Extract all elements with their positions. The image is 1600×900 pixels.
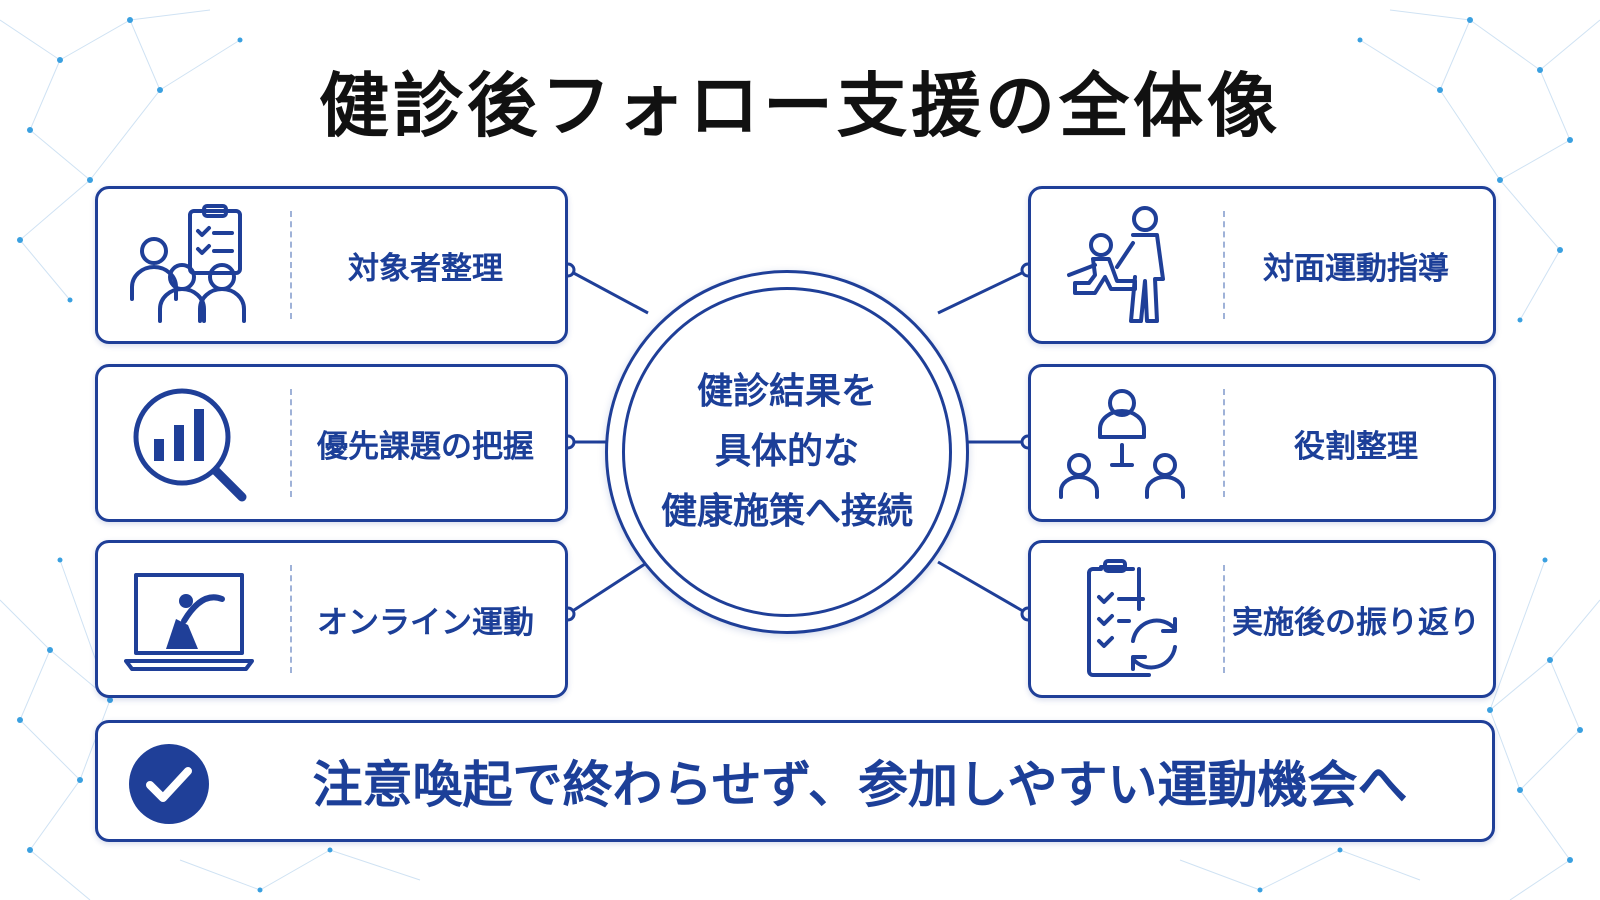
card-divider <box>1223 389 1225 497</box>
laptop-exercise-icon <box>124 573 254 671</box>
org-hierarchy-icon <box>1059 389 1185 499</box>
page-title: 健診後フォロー支援の全体像 <box>319 65 1281 147</box>
checklist-cycle-icon <box>1087 559 1177 677</box>
card-post-review: 実施後の振り返り <box>1028 540 1496 698</box>
card-role-organization: 役割整理 <box>1028 364 1496 522</box>
hub-text-line: 健診結果を <box>696 371 877 412</box>
card-divider <box>1223 211 1225 319</box>
card-priority-issues: 優先課題の把握 <box>95 364 568 522</box>
people-clipboard-icon <box>130 204 246 323</box>
hub-text-line: 具体的な <box>714 431 859 472</box>
card-label: オンライン運動 <box>317 604 534 641</box>
card-in-person-guidance: 対面運動指導 <box>1028 186 1496 344</box>
check-circle-icon <box>129 744 209 824</box>
card-label: 役割整理 <box>1294 428 1418 465</box>
center-hub: 健診結果を 具体的な 健康施策へ接続 <box>605 270 969 634</box>
card-divider <box>290 389 292 497</box>
hub-text-line: 健康施策へ接続 <box>660 491 913 532</box>
summary-banner: 注意喚起で終わらせず、参加しやすい運動機会へ <box>95 720 1495 842</box>
card-divider <box>290 565 292 673</box>
magnifier-bar-chart-icon <box>133 388 247 502</box>
card-online-exercise: オンライン運動 <box>95 540 568 698</box>
card-label: 対象者整理 <box>348 250 503 287</box>
card-divider <box>290 211 292 319</box>
card-label: 優先課題の把握 <box>317 428 534 465</box>
card-label: 実施後の振り返り <box>1232 604 1480 641</box>
card-label: 対面運動指導 <box>1263 250 1449 287</box>
card-divider <box>1223 565 1225 673</box>
banner-message: 注意喚起で終わらせず、参加しやすい運動機会へ <box>312 756 1408 814</box>
center-hub-inner: 健診結果を 具体的な 健康施策へ接続 <box>622 287 952 617</box>
trainer-assisting-icon <box>1067 206 1165 323</box>
card-target-organization: 対象者整理 <box>95 186 568 344</box>
